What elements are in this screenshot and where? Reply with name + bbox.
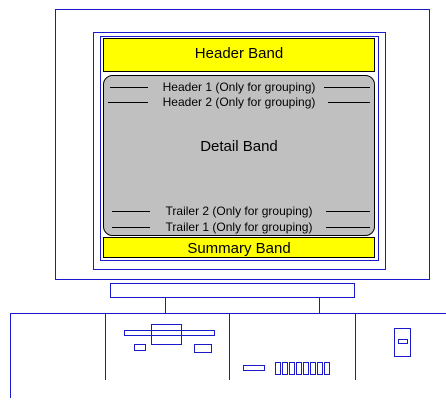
group-header-2-label: Header 2 (Only for grouping) [162, 95, 316, 109]
vent-slot [289, 362, 295, 375]
vent-slot [317, 362, 323, 375]
drive-bay-main [151, 324, 182, 345]
vent-slot [310, 362, 316, 375]
drive-button-right [194, 344, 212, 353]
screen-inner-border [100, 36, 379, 261]
vent-slot [324, 362, 330, 375]
vent-slot [296, 362, 302, 375]
detail-band-label: Detail Band [200, 138, 278, 155]
group-trailer-1-label: Trailer 1 (Only for grouping) [165, 220, 313, 234]
drive-button-left [134, 344, 146, 351]
drive-slot-wide [124, 330, 215, 336]
power-button [394, 328, 411, 357]
vent-slot [303, 362, 309, 375]
group-header-1-label: Header 1 (Only for grouping) [162, 80, 316, 94]
group-trailer-2-label: Trailer 2 (Only for grouping) [165, 204, 313, 218]
vent-grille [275, 362, 330, 375]
vent-slot [282, 362, 288, 375]
detail-band-area [103, 75, 375, 236]
summary-band [103, 237, 375, 258]
header-band [103, 38, 375, 72]
power-button-slot [398, 339, 408, 344]
header-band-label: Header Band [194, 45, 284, 62]
summary-band-label: Summary Band [187, 240, 291, 257]
monitor-stand [110, 283, 355, 298]
port-slot [243, 365, 265, 371]
vent-slot [275, 362, 281, 375]
